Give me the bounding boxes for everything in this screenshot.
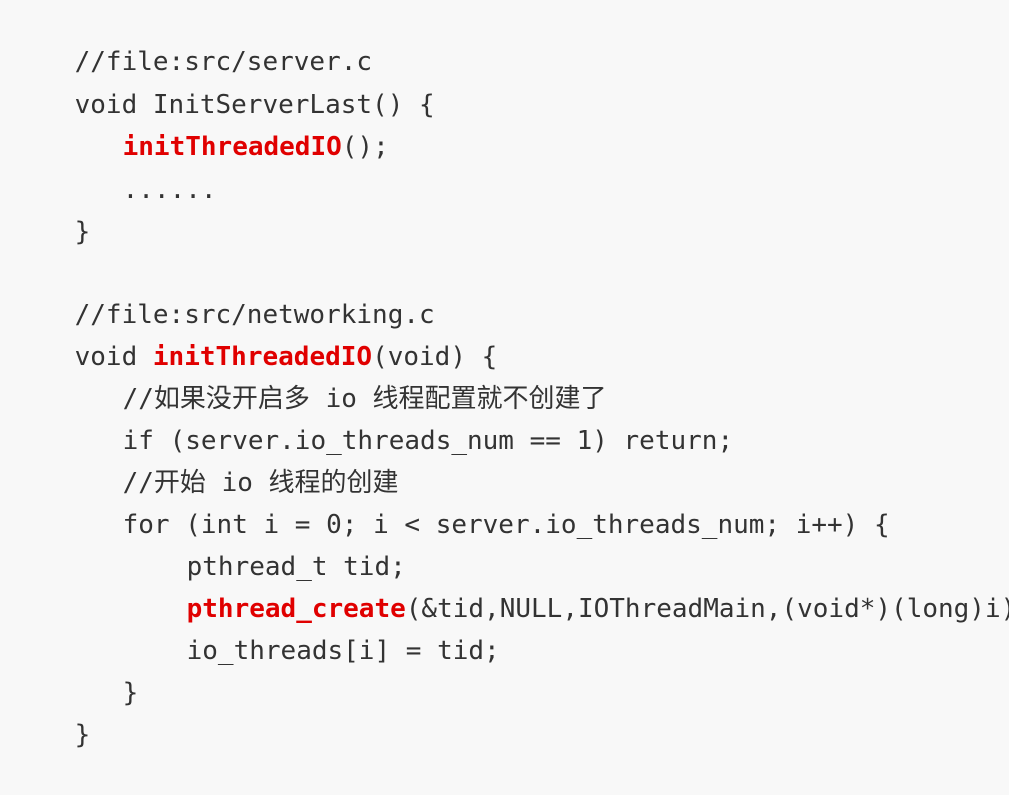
code-line-init-threaded-io-def: void initThreadedIO(void) { — [12, 297, 498, 372]
code-line-close-for: } — [12, 633, 139, 708]
code-line-close-brace: } — [12, 172, 91, 247]
code-line-comment-server: //file:src/server.c — [12, 2, 372, 77]
comment-networking-file: //file:src/networking.c — [74, 300, 435, 330]
code-block: //file:src/server.c void InitServerLast(… — [12, 0, 1009, 750]
call-parentheses: (); — [341, 132, 389, 162]
code-line-init-server-last: void InitServerLast() { — [12, 45, 435, 120]
highlighted-function-init-threaded-io: initThreadedIO — [122, 132, 342, 162]
if-statement: if (server.io_threads_num == 1) return; — [122, 426, 734, 456]
assignment-statement: io_threads[i] = tid; — [186, 636, 500, 666]
comment-create-threads: //开始 io 线程的创建 — [122, 468, 399, 498]
code-line-if-return: if (server.io_threads_num == 1) return; — [12, 381, 733, 456]
code-line-ellipsis: ...... — [12, 130, 217, 205]
ellipsis: ...... — [122, 175, 217, 205]
init-server-last-declaration: void InitServerLast() { — [74, 90, 435, 120]
code-line-tid-declaration: pthread_t tid; — [12, 507, 406, 582]
pthread-create-arguments: (&tid,NULL,IOThreadMain,(void*)(long)i) — [405, 594, 1009, 624]
comment-no-threads: //如果没开启多 io 线程配置就不创建了 — [122, 384, 607, 414]
code-line-for-loop: for (int i = 0; i < server.io_threads_nu… — [12, 465, 890, 540]
code-line-close-function: } — [12, 675, 91, 750]
closing-brace-for: } — [122, 678, 139, 708]
highlighted-function-pthread-create: pthread_create — [186, 594, 406, 624]
code-line-call-init-threaded-io: initThreadedIO(); — [12, 87, 389, 162]
code-line-comment-create: //开始 io 线程的创建 — [12, 423, 399, 498]
highlighted-function-init-threaded-io-def: initThreadedIO — [152, 342, 373, 372]
for-statement: for (int i = 0; i < server.io_threads_nu… — [122, 510, 890, 540]
closing-brace: } — [74, 217, 91, 247]
tid-declaration: pthread_t tid; — [186, 552, 406, 582]
code-line-assign-thread: io_threads[i] = tid; — [12, 591, 500, 666]
function-signature-rest: (void) { — [372, 342, 498, 372]
code-line-pthread-create: pthread_create(&tid,NULL,IOThreadMain,(v… — [12, 549, 1009, 624]
code-line-comment-no-threads: //如果没开启多 io 线程配置就不创建了 — [12, 339, 607, 414]
comment-server-file: //file:src/server.c — [74, 47, 373, 77]
void-keyword: void — [74, 342, 153, 372]
code-line-comment-networking: //file:src/networking.c — [12, 255, 435, 330]
